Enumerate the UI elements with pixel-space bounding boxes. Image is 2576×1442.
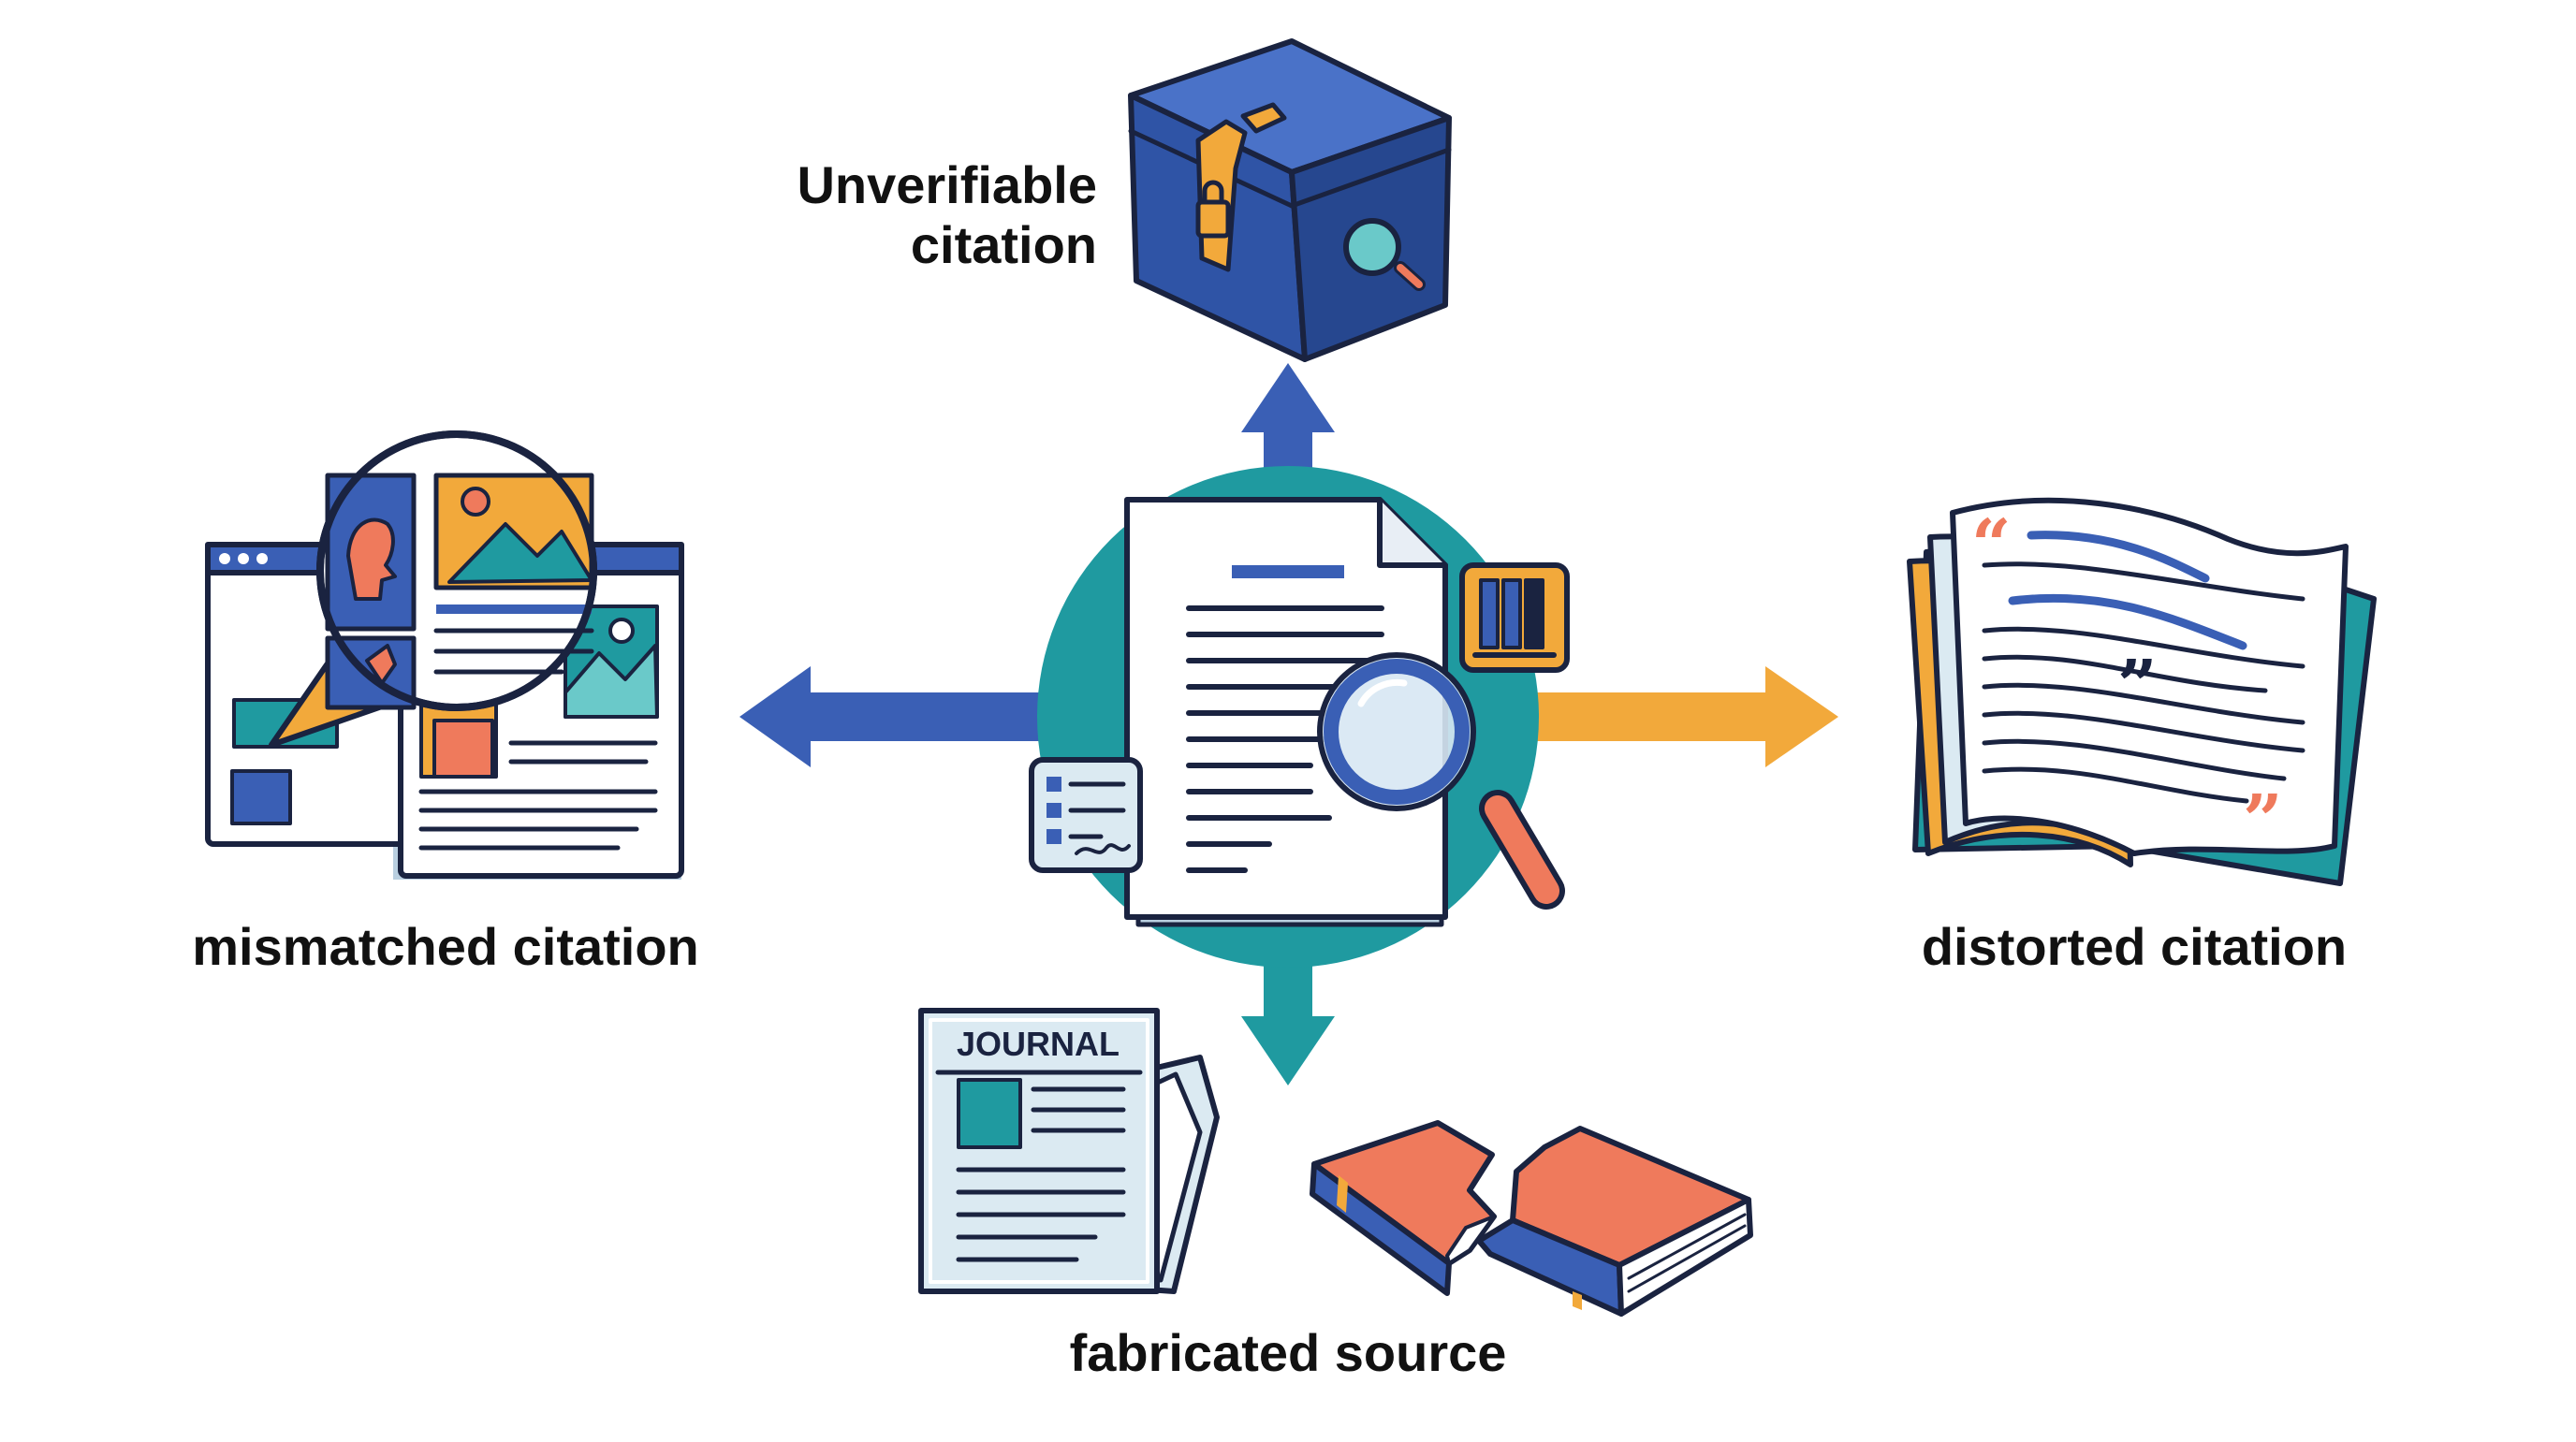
arrow-left xyxy=(739,666,1048,767)
form-icon xyxy=(1029,757,1143,873)
label-unverifiable-citation: Unverifiable citation xyxy=(749,155,1097,275)
label-distorted-citation: distorted citation xyxy=(1921,917,2348,976)
label-mismatched-citation: mismatched citation xyxy=(192,917,699,976)
magnifier-icon xyxy=(1317,652,1565,910)
journal-icon: JOURNAL xyxy=(918,1008,1220,1294)
svg-text:”: ” xyxy=(2117,646,2158,726)
bookshelf-icon xyxy=(1459,562,1570,673)
label-unverifiable-line-2: citation xyxy=(910,215,1097,274)
label-fabricated-source: fabricated source xyxy=(1069,1323,1507,1382)
central-hub xyxy=(1029,466,1570,968)
mismatched-citation-icon xyxy=(205,430,684,880)
svg-text:“: “ xyxy=(1971,505,2012,586)
arrow-down xyxy=(1241,954,1335,1085)
arrow-right xyxy=(1516,666,1838,767)
locked-box-icon xyxy=(1128,38,1452,362)
broken-book-icon xyxy=(1310,1120,1753,1317)
svg-text:”: ” xyxy=(2243,780,2283,861)
label-unverifiable-line-1: Unverifiable xyxy=(797,155,1097,214)
open-book-icon: “ ” ” xyxy=(1907,497,2377,886)
zoom-lens xyxy=(269,430,597,748)
journal-masthead: JOURNAL xyxy=(957,1025,1120,1063)
